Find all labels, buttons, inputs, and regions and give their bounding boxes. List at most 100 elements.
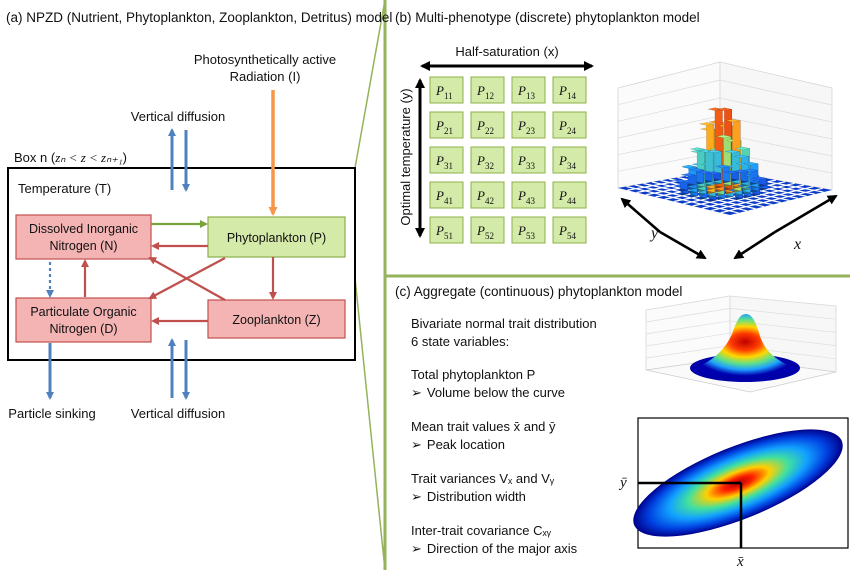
par-label-line1: Photosynthetically active [194,52,336,67]
vertical-diffusion-top-label: Vertical diffusion [131,109,225,124]
item-mean-head: Mean trait values x̄ and ȳ [411,419,556,434]
item-covariance-detail: ➢Direction of the major axis [411,541,578,556]
surface-wall-gridline [729,308,837,320]
wall-gridline [719,115,833,140]
phenotype-cell [429,76,464,104]
panel-a: (a) NPZD (Nutrient, Phytoplankton, Zoopl… [6,10,392,421]
phenotype-cell [552,76,587,104]
bar3d-face [735,146,750,151]
item-variance-detail: ➢Distribution width [411,489,526,504]
wall-gridline [617,133,721,156]
phenotype-cell [511,76,546,104]
bar3d-face [725,119,741,123]
phenotype-cell-label: P33 [517,153,535,171]
particle-sinking-label: Particle sinking [8,406,95,421]
phenotype-cell-label: P13 [517,83,535,101]
intro-line1: Bivariate normal trait distribution [411,316,597,331]
wall-gridline [719,97,833,123]
nutrient-label-line2: Nitrogen (N) [49,239,117,253]
zooplankton-box [207,299,346,339]
bar3d-face [681,164,697,169]
phenotype-cell-label: P42 [476,188,494,206]
phenotype-cell [552,146,587,174]
phenotype-cell [470,181,505,209]
axis-y-label: y [649,225,659,242]
phenotype-cell-label: P34 [558,153,576,171]
wall-gridline [719,79,833,106]
box-n [7,167,356,361]
floor-gridline [720,187,823,214]
bar-chart-floor [618,170,832,215]
cross-arrow-p-to-d [148,257,226,299]
phenotype-cell [470,111,505,139]
nutrient-label-line1: Dissolved Inorganic [29,222,138,236]
phenotype-cell-label: P43 [517,188,535,206]
phenotype-cell [429,111,464,139]
item-variance-head: Trait variances Vₓ and Vᵧ [411,471,555,486]
phenotype-cell-label: P32 [476,153,494,171]
phenotype-cell-label: P21 [435,118,453,136]
bar3d-face [699,122,714,126]
phenotype-cell-label: P12 [476,83,494,101]
phenotype-cell [511,111,546,139]
bar-chart-3d [617,61,833,215]
vertical-diffusion-bottom-label: Vertical diffusion [131,406,225,421]
bar3d-face [742,168,758,173]
bar-chart-wall-grid [617,79,833,174]
item-covariance-head: Inter-trait covariance Cₓᵧ [411,523,552,538]
panel-c: (c) Aggregate (continuous) phytoplankton… [395,284,849,570]
par-label-line2: Radiation (I) [230,69,301,84]
bar3d-face [724,170,739,174]
surface-wall-gridline [645,332,731,347]
bar3d-face [690,147,705,151]
detritus-label-line2: Nitrogen (D) [49,322,117,336]
phenotype-cell [552,111,587,139]
surface-peak [692,314,798,376]
phenotype-cell-label: P53 [517,223,535,241]
phenotype-cell-label: P23 [517,118,535,136]
axis-x-arrow-b [774,194,838,234]
zoom-line-bottom [354,277,386,570]
temperature-label: Temperature (T) [18,181,111,196]
detritus-box [15,297,152,343]
phenotype-cell [552,216,587,244]
optimal-temperature-label: Optimal temperature (y) [398,88,413,225]
item-mean-detail: ➢Peak location [411,437,505,452]
ybar-label: ȳ [618,475,627,491]
item-total-head: Total phytoplankton P [411,367,535,382]
phenotype-cell-label: P54 [558,223,576,241]
half-saturation-label: Half-saturation (x) [455,44,558,59]
phenotype-cell [511,181,546,209]
bar3d-face [706,171,721,175]
phenotype-cell-label: P22 [476,118,494,136]
bar-chart-bars [673,107,768,203]
phenotype-cell-label: P31 [435,153,453,171]
phenotype-cell-label: P51 [435,223,453,241]
zooplankton-label: Zooplankton (Z) [232,313,320,327]
zoom-line-top [354,0,386,169]
phytoplankton-label: Phytoplankton (P) [227,231,326,245]
bar3d-face [689,168,704,172]
phytoplankton-box [207,216,346,258]
phenotype-cell-label: P41 [435,188,453,206]
bar3d-face [752,176,767,180]
axis-x-label: x [793,236,801,253]
surface-plot-3d [645,295,837,393]
surface-wall-gridline [645,308,731,323]
bar3d-face [734,154,749,159]
phenotype-cell [429,146,464,174]
phenotype-cell [429,181,464,209]
phenotype-cell [552,181,587,209]
bar3d-face [717,107,732,112]
phenotype-cell-label: P11 [435,83,453,101]
axis-y-arrow-a [620,197,661,233]
axis-x-arrow-a [733,230,776,260]
phenotype-cell [470,216,505,244]
phenotype-cell-label: P52 [476,223,494,241]
panel-b-title: (b) Multi-phenotype (discrete) phytoplan… [395,10,700,25]
panel-a-title: (a) NPZD (Nutrient, Phytoplankton, Zoopl… [6,10,392,25]
intro-line2: 6 state variables: [411,334,509,349]
